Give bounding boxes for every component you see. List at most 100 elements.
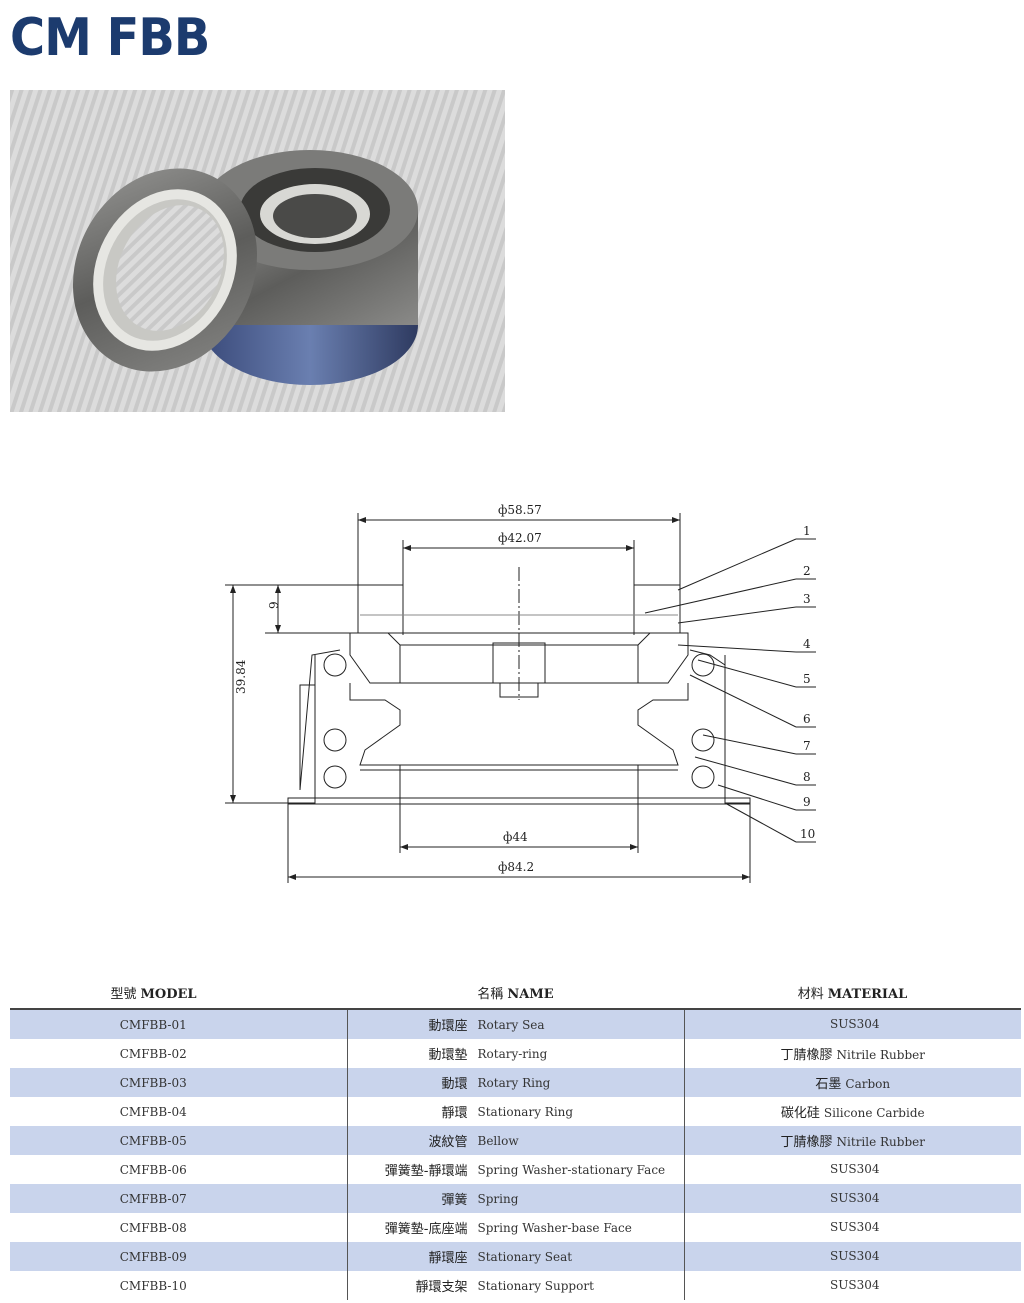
callout-4: 4 (803, 637, 811, 651)
row-name: 彈簧 Spring (347, 1184, 685, 1213)
row-material: SUS304 (684, 1242, 1021, 1271)
table-row: CMFBB-10 靜環支架 Stationary Support SUS304 (10, 1271, 1021, 1300)
table-row: CMFBB-07 彈簧 Spring SUS304 (10, 1184, 1021, 1213)
row-material-en: Nitrile Rubber (836, 1135, 925, 1149)
row-material-cn: 石墨 (815, 1077, 842, 1092)
table-row: CMFBB-06 彈簧墊-靜環端 Spring Washer-stationary… (10, 1155, 1021, 1184)
row-model: CMFBB-04 (10, 1097, 348, 1126)
callout-2: 2 (803, 564, 811, 578)
row-model: CMFBB-02 (10, 1039, 348, 1068)
row-material: SUS304 (684, 1009, 1021, 1039)
row-material-cn: 丁腈橡膠 (780, 1048, 833, 1063)
cross-section-drawing: ф58.57 ф42.07 ф44 ф84.2 39.84 9 1 2 3 4 … (225, 503, 816, 883)
table-row: CMFBB-01 動環座 Rotary Sea SUS304 (10, 1009, 1021, 1039)
row-name-cn: 彈簧墊-靜環端 (384, 1164, 468, 1179)
row-material: SUS304 (684, 1271, 1021, 1300)
row-material-cn: 碳化硅 (780, 1106, 820, 1121)
dim-height-total: 39.84 (234, 659, 248, 694)
row-name-cn: 彈簧 (441, 1193, 468, 1208)
row-name-en: Spring Washer-stationary Face (477, 1162, 666, 1177)
row-material-en: Carbon (845, 1077, 891, 1091)
header-material-en: MATERIAL (827, 986, 908, 1002)
row-material-en: SUS304 (830, 1278, 880, 1292)
row-material: SUS304 (684, 1184, 1021, 1213)
callout-3: 3 (803, 592, 811, 606)
row-model: CMFBB-10 (10, 1271, 348, 1300)
row-name-en: Bellow (477, 1133, 519, 1148)
callout-5: 5 (803, 672, 811, 686)
row-model: CMFBB-08 (10, 1213, 348, 1242)
row-name-en: Spring (477, 1191, 519, 1206)
row-material-en: SUS304 (830, 1220, 880, 1234)
row-material: SUS304 (684, 1155, 1021, 1184)
header-name-cn: 名稱 (477, 986, 504, 1002)
callout-9: 9 (803, 795, 811, 809)
row-material-cn: 丁腈橡膠 (780, 1135, 833, 1150)
row-name-en: Stationary Support (477, 1278, 594, 1293)
row-material-en: SUS304 (830, 1017, 880, 1031)
row-model: CMFBB-01 (10, 1009, 348, 1039)
dim-height-small: 9 (267, 601, 281, 609)
row-material: SUS304 (684, 1213, 1021, 1242)
row-name-cn: 動環墊 (428, 1048, 468, 1063)
row-material-en: Nitrile Rubber (836, 1048, 925, 1062)
dim-top-outer: ф58.57 (498, 503, 542, 517)
product-photo (10, 90, 505, 412)
row-name: 靜環支架 Stationary Support (347, 1271, 685, 1300)
row-name-cn: 波紋管 (428, 1135, 468, 1150)
row-model: CMFBB-09 (10, 1242, 348, 1271)
row-name-en: Rotary Ring (477, 1075, 551, 1090)
header-model-cn: 型號 (110, 986, 137, 1002)
row-name-cn: 彈簧墊-底座端 (384, 1222, 468, 1237)
header-material-cn: 材料 (797, 986, 824, 1002)
technical-drawing: ф58.57 ф42.07 ф44 ф84.2 39.84 9 1 2 3 4 … (200, 495, 840, 895)
row-name: 動環 Rotary Ring (347, 1068, 685, 1097)
row-material-en: Silicone Carbide (823, 1106, 925, 1120)
row-name-en: Rotary Sea (477, 1017, 545, 1032)
callout-10: 10 (800, 827, 815, 841)
row-material-en: SUS304 (830, 1191, 880, 1205)
row-name: 彈簧墊-靜環端 Spring Washer-stationary Face (347, 1155, 685, 1184)
callout-1: 1 (803, 524, 811, 538)
row-model: CMFBB-07 (10, 1184, 348, 1213)
row-material-en: SUS304 (830, 1249, 880, 1263)
callout-6: 6 (803, 712, 811, 726)
row-model: CMFBB-06 (10, 1155, 348, 1184)
row-name: 動環墊 Rotary-ring (347, 1039, 685, 1068)
dim-bottom-inner: ф44 (503, 830, 528, 844)
row-name-en: Spring Washer-base Face (477, 1220, 632, 1235)
callout-7: 7 (803, 739, 811, 753)
row-material-en: SUS304 (830, 1162, 880, 1176)
row-name-cn: 靜環 (441, 1106, 468, 1121)
header-name-en: NAME (507, 986, 554, 1002)
row-name-cn: 靜環支架 (415, 1280, 468, 1295)
row-name-en: Rotary-ring (477, 1046, 548, 1061)
header-model-en: MODEL (140, 986, 197, 1002)
dim-bottom-outer: ф84.2 (498, 860, 534, 874)
row-model: CMFBB-03 (10, 1068, 348, 1097)
row-name: 彈簧墊-底座端 Spring Washer-base Face (347, 1213, 685, 1242)
page-title: CM FBB (10, 8, 210, 68)
callout-8: 8 (803, 770, 811, 784)
row-name: 波紋管 Bellow (347, 1126, 685, 1155)
product-photo-image (10, 90, 505, 412)
row-name-en: Stationary Seat (477, 1249, 573, 1264)
row-name-cn: 動環 (441, 1077, 468, 1092)
row-name: 動環座 Rotary Sea (347, 1009, 685, 1039)
row-name-cn: 動環座 (428, 1019, 468, 1034)
